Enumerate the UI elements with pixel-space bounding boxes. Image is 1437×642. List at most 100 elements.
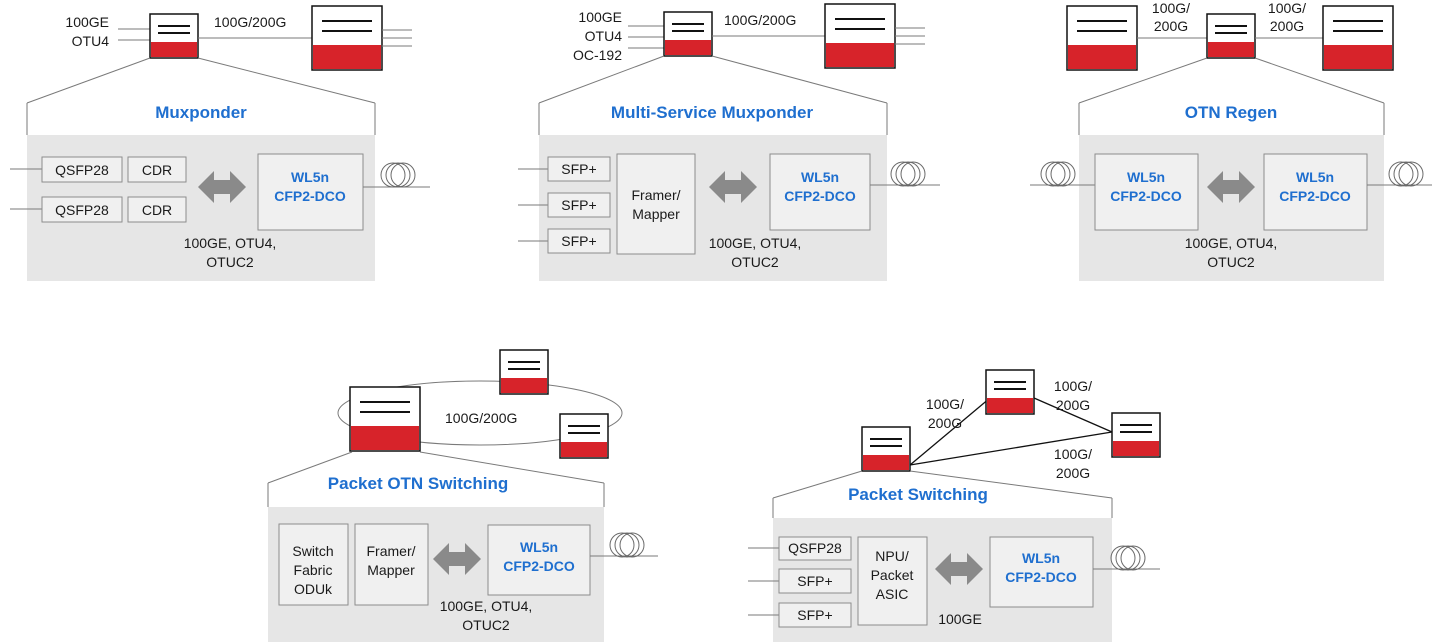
client-rate-label: 100GE (578, 9, 622, 25)
multiservice-muxponder-section: 100GE OTU4 OC-192 100G/200G Multi-Servic… (518, 3, 940, 281)
section-title: OTN Regen (1185, 103, 1278, 122)
cfp2-dco-module (1263, 153, 1368, 231)
svg-text:WL5n: WL5n (801, 169, 839, 185)
line-rate-label: 100G/200G (214, 14, 286, 30)
svg-text:Mapper: Mapper (632, 206, 680, 222)
packet-node-device-icon (1111, 412, 1161, 458)
svg-text:CFP2-DCO: CFP2-DCO (503, 558, 575, 574)
fiber-coil-icon (1110, 545, 1146, 571)
otn-regen-section: 100G/ 200G 100G/ 200G OTN Regen WL5n CFP… (1030, 0, 1432, 281)
remote-device-icon (824, 3, 896, 69)
framer-mapper-block (354, 523, 429, 606)
supported-rates-label: 100GE, OTU4, (1185, 235, 1278, 251)
svg-text:WL5n: WL5n (1022, 550, 1060, 566)
muxponder-section: 100GE OTU4 100G/200G Muxponder QSFP28 QS… (10, 5, 430, 281)
line-rate-label: 100G/200G (724, 12, 796, 28)
packet-otn-switching-section: 100G/200G Packet OTN Switching Switch Fa… (267, 349, 658, 642)
svg-text:200G: 200G (928, 415, 962, 431)
supported-rates-label: 100GE, OTU4, (440, 598, 533, 614)
svg-text:WL5n: WL5n (520, 539, 558, 555)
fiber-coil-icon (609, 532, 645, 558)
client-rate-label: OTU4 (72, 33, 110, 49)
svg-text:SFP+: SFP+ (797, 573, 832, 589)
ring-rate-label: 100G/200G (445, 410, 517, 426)
svg-text:WL5n: WL5n (1296, 169, 1334, 185)
cfp2-dco-module (1094, 153, 1199, 231)
client-rate-label: 100GE (65, 14, 109, 30)
qsfp28-port (41, 156, 123, 183)
otn-switch-device-icon (349, 386, 421, 452)
framer-mapper-block (616, 153, 696, 255)
packet-switch-device-icon (861, 426, 911, 472)
supported-rates-label: 100GE (938, 611, 982, 627)
qsfp28-port (41, 196, 123, 223)
qsfp28-port (778, 536, 852, 561)
svg-text:Mapper: Mapper (367, 562, 415, 578)
svg-text:SFP+: SFP+ (561, 197, 596, 213)
sfp-port (547, 156, 611, 182)
remote-device-icon (311, 5, 383, 71)
svg-text:QSFP28: QSFP28 (55, 162, 109, 178)
svg-text:CFP2-DCO: CFP2-DCO (274, 188, 346, 204)
switch-fabric-block (278, 523, 349, 606)
svg-text:Fabric: Fabric (294, 562, 333, 578)
cfp2-dco-module (487, 524, 591, 596)
terminal-device-icon (1066, 5, 1138, 71)
svg-text:OTUC2: OTUC2 (462, 617, 510, 633)
svg-text:OTUC2: OTUC2 (731, 254, 779, 270)
svg-text:Packet: Packet (871, 567, 914, 583)
sfp-port (778, 602, 852, 628)
svg-text:OTUC2: OTUC2 (1207, 254, 1255, 270)
svg-text:SFP+: SFP+ (561, 233, 596, 249)
cdr-block (127, 156, 187, 183)
packet-switching-section: 100G/ 200G 100G/ 200G 100G/ 200G Packet … (748, 369, 1161, 642)
svg-text:200G: 200G (1056, 465, 1090, 481)
fiber-coil-icon (1388, 161, 1424, 187)
link-rate-label: 100G/ (1054, 446, 1092, 462)
fiber-coil-icon (380, 162, 416, 188)
terminal-device-icon (1322, 5, 1394, 71)
sfp-port (778, 568, 852, 594)
link-rate-label: 100G/ (926, 396, 964, 412)
section-title: Packet OTN Switching (328, 474, 508, 493)
svg-text:CFP2-DCO: CFP2-DCO (784, 188, 856, 204)
sfp-port (547, 192, 611, 218)
svg-text:CDR: CDR (142, 162, 172, 178)
svg-text:Framer/: Framer/ (632, 187, 681, 203)
svg-text:OTUC2: OTUC2 (206, 254, 254, 270)
supported-rates-label: 100GE, OTU4, (184, 235, 277, 251)
svg-text:SFP+: SFP+ (797, 607, 832, 623)
svg-text:200G: 200G (1056, 397, 1090, 413)
svg-text:SFP+: SFP+ (561, 161, 596, 177)
svg-text:QSFP28: QSFP28 (55, 202, 109, 218)
ring-node-device-icon (559, 413, 609, 459)
npu-asic-block (857, 536, 928, 626)
svg-text:OTU4: OTU4 (585, 28, 623, 44)
muxponder-device-icon (663, 11, 713, 57)
svg-text:QSFP28: QSFP28 (788, 540, 842, 556)
svg-text:NPU/: NPU/ (875, 548, 909, 564)
svg-text:Framer/: Framer/ (367, 543, 416, 559)
regen-device-icon (1206, 13, 1256, 59)
section-title: Muxponder (155, 103, 247, 122)
cfp2-dco-module (257, 153, 364, 231)
svg-text:CFP2-DCO: CFP2-DCO (1110, 188, 1182, 204)
cfp2-dco-module (989, 536, 1094, 608)
svg-text:ASIC: ASIC (876, 586, 909, 602)
section-title: Packet Switching (848, 485, 988, 504)
svg-text:CFP2-DCO: CFP2-DCO (1005, 569, 1077, 585)
link-rate-label: 100G/ (1054, 378, 1092, 394)
svg-text:CDR: CDR (142, 202, 172, 218)
packet-node-device-icon (985, 369, 1035, 415)
line-rate-label: 100G/ (1268, 0, 1306, 16)
svg-text:OC-192: OC-192 (573, 47, 622, 63)
sfp-port (547, 228, 611, 254)
supported-rates-label: 100GE, OTU4, (709, 235, 802, 251)
section-title: Multi-Service Muxponder (611, 103, 814, 122)
svg-text:WL5n: WL5n (291, 169, 329, 185)
svg-text:200G: 200G (1154, 18, 1188, 34)
ring-node-device-icon (499, 349, 549, 395)
svg-text:ODUk: ODUk (294, 581, 333, 597)
line-rate-label: 100G/ (1152, 0, 1190, 16)
